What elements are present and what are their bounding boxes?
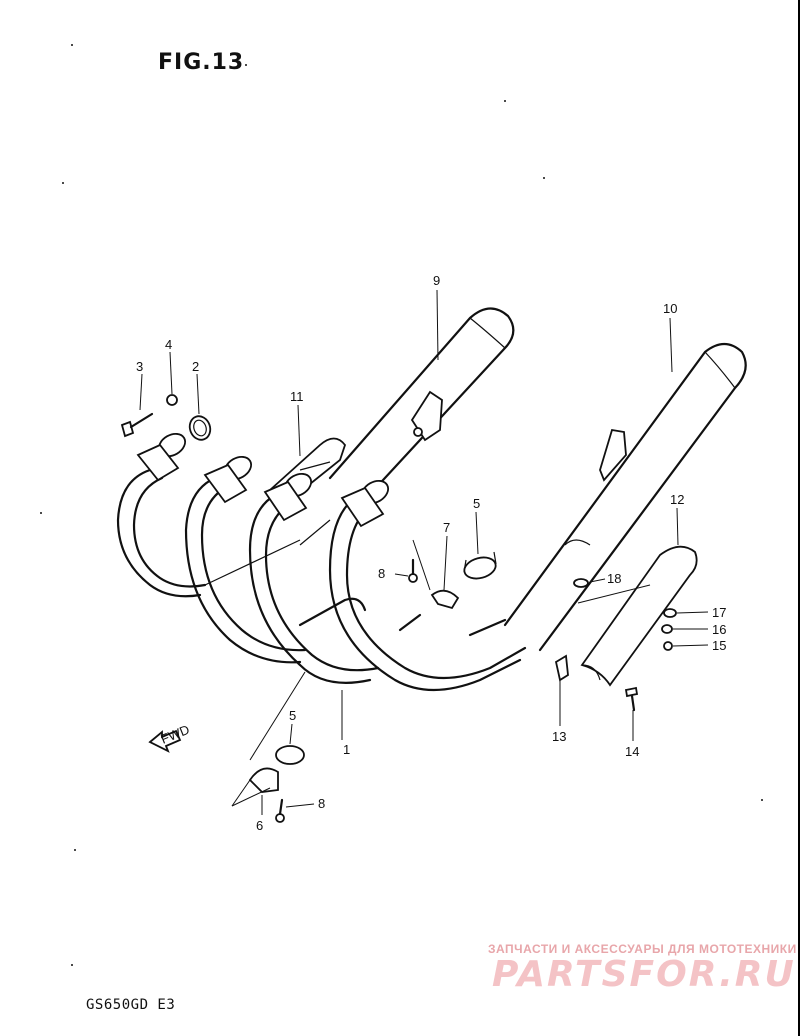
- bolt-14: [624, 686, 639, 712]
- muffler-right: [503, 342, 747, 652]
- clamp-7: [430, 589, 460, 610]
- label-16: 16: [712, 622, 726, 637]
- label-15: 15: [712, 638, 726, 653]
- gasket-2: [188, 415, 212, 441]
- label-5-lower: 5: [289, 708, 296, 723]
- label-3: 3: [136, 359, 143, 374]
- bracket-13: [554, 654, 569, 682]
- label-10: 10: [663, 301, 677, 316]
- muffler-left: [328, 307, 515, 507]
- label-14: 14: [625, 744, 639, 759]
- sleeve-5-upper: [463, 551, 497, 580]
- label-12: 12: [670, 492, 684, 507]
- washer-16: [661, 624, 673, 634]
- nut-4: [166, 394, 178, 406]
- label-7: 7: [443, 520, 450, 535]
- label-1: 1: [343, 742, 350, 757]
- watermark-subtitle: ЗАПЧАСТИ И АКСЕССУАРЫ ДЛЯ МОТОТЕХНИКИ: [488, 942, 797, 956]
- bolt-8-lower: [275, 798, 285, 823]
- model-code: GS650GD E3: [86, 997, 176, 1013]
- sleeve-5-lower: [275, 745, 305, 765]
- leader-lines: [139, 289, 709, 815]
- label-18: 18: [607, 571, 621, 586]
- scan-edge: [798, 0, 800, 1036]
- watermark-logo: PARTSFOR.RU: [492, 954, 796, 995]
- washer-18: [573, 578, 589, 588]
- clamp-6: [248, 767, 279, 793]
- part-labels: 1 2 3 4 5 5 6 7 8 8 9 10 11 12 13 14 15 …: [136, 273, 726, 833]
- exhaust-headers: [116, 468, 527, 692]
- fwd-arrow-icon: FWD: [148, 722, 192, 753]
- heat-shield-12: [580, 545, 698, 687]
- scan-specks: [40, 44, 763, 966]
- washer-17: [663, 608, 677, 618]
- label-13: 13: [552, 729, 566, 744]
- bolt-15: [663, 641, 673, 651]
- label-8-upper: 8: [378, 566, 385, 581]
- label-9: 9: [433, 273, 440, 288]
- label-17: 17: [712, 605, 726, 620]
- label-5-upper: 5: [473, 496, 480, 511]
- bolt-8-upper: [408, 558, 418, 583]
- label-4: 4: [165, 337, 172, 352]
- label-6: 6: [256, 818, 263, 833]
- exhaust-flanges: [136, 432, 390, 528]
- figure-title: FIG.13: [158, 50, 245, 75]
- label-2: 2: [192, 359, 199, 374]
- bolt-3: [120, 412, 154, 438]
- label-11: 11: [290, 389, 304, 404]
- label-8-lower: 8: [318, 796, 325, 811]
